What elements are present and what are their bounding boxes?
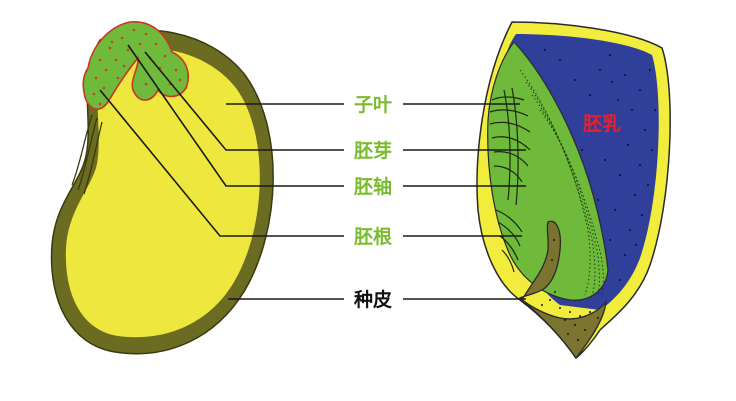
label-hypocotyl: 胚轴: [353, 175, 392, 198]
bean-cotyledon: [65, 47, 260, 338]
label-endosperm: 胚乳: [582, 112, 621, 135]
grain-scutellum-lines: [519, 69, 604, 298]
grain-root-cap-dots: [541, 239, 599, 341]
label-radicle: 胚根: [353, 225, 392, 248]
bean-seed: [50, 21, 274, 355]
leader-lines: [99, 44, 526, 300]
bean-embryo: [82, 21, 189, 110]
grain-embryo-lines: [489, 87, 531, 273]
label-plumule: 胚芽: [353, 139, 392, 162]
label-cotyledon: 子叶: [354, 94, 392, 116]
grain-seed: [476, 21, 671, 360]
grain-root-cap: [518, 220, 607, 360]
label-seed-coat: 种皮: [353, 288, 392, 311]
